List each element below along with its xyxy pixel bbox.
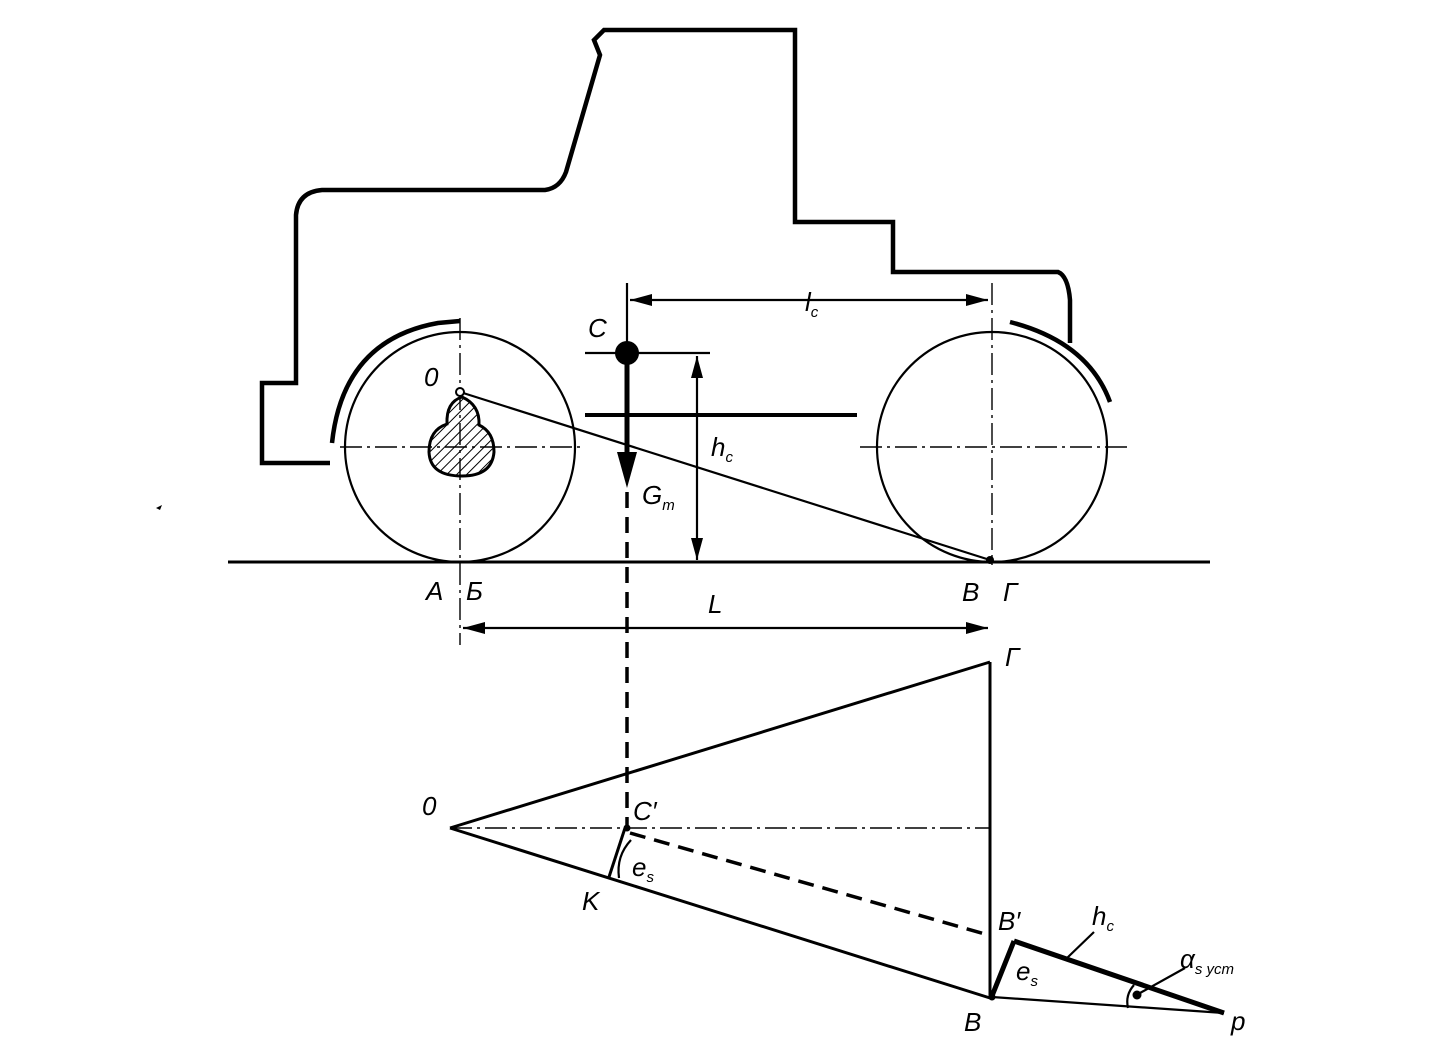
lc-arrow-left	[630, 294, 652, 306]
front-axle-hinge	[427, 395, 496, 478]
label-Gt: Gт	[642, 480, 675, 514]
label-es: es	[632, 852, 654, 886]
label-V-top: В	[962, 577, 979, 607]
label-L: L	[708, 589, 722, 619]
label-G-top: Г	[1003, 577, 1019, 607]
alpha-leader-line	[1139, 967, 1186, 994]
center-of-mass-point	[615, 341, 639, 365]
label-K: K	[582, 886, 601, 916]
L-arrow-right	[966, 622, 988, 634]
point-B-top	[986, 556, 994, 564]
segment-Bprime-p	[1013, 938, 1225, 1016]
segment-B-Bprime	[989, 940, 1017, 997]
label-O-top: 0	[424, 362, 439, 392]
front-fender	[329, 318, 461, 444]
alpha-angle-arc	[1126, 984, 1135, 1009]
hc-arrow-top	[691, 356, 703, 378]
rear-fender	[1009, 319, 1113, 403]
segment-B-p	[991, 995, 1225, 1015]
line-O-to-G	[449, 660, 991, 830]
point-Cprime	[623, 824, 631, 832]
vehicle-body-outline	[259, 27, 1073, 466]
L-arrow-left	[463, 622, 485, 634]
label-hc: hc	[711, 432, 733, 466]
label-hc-lower: hc	[1092, 901, 1114, 935]
alpha-angle-dot	[1132, 990, 1142, 1000]
label-V-bottom: В	[964, 1007, 981, 1037]
label-G-bottom: Г	[1005, 642, 1021, 672]
label-es-lower: es	[1016, 956, 1038, 990]
lc-arrow-right	[966, 294, 988, 306]
line-O-to-B	[449, 826, 991, 1000]
weight-arrow-head	[617, 452, 637, 488]
hc-arrow-bottom	[691, 538, 703, 560]
es-bracket	[617, 839, 632, 879]
tilt-axis-line	[459, 390, 991, 562]
label-lc: lc	[805, 287, 819, 321]
hc-leader-line	[1066, 931, 1095, 959]
line-Cprime-to-Bprime-dashed	[629, 831, 986, 936]
label-O-bottom: 0	[422, 791, 437, 821]
label-C: C	[588, 313, 607, 343]
label-alpha: αs уст	[1180, 944, 1234, 978]
label-p: p	[1230, 1006, 1245, 1036]
label-Bprime: B′	[998, 906, 1021, 936]
stray-mark	[156, 505, 162, 510]
label-Cprime: C′	[633, 796, 658, 826]
es-segment	[607, 827, 627, 878]
label-B-cyr: Б	[466, 576, 483, 606]
point-B-bottom	[988, 993, 996, 1001]
point-O-top	[455, 387, 465, 397]
label-A: А	[424, 576, 443, 606]
